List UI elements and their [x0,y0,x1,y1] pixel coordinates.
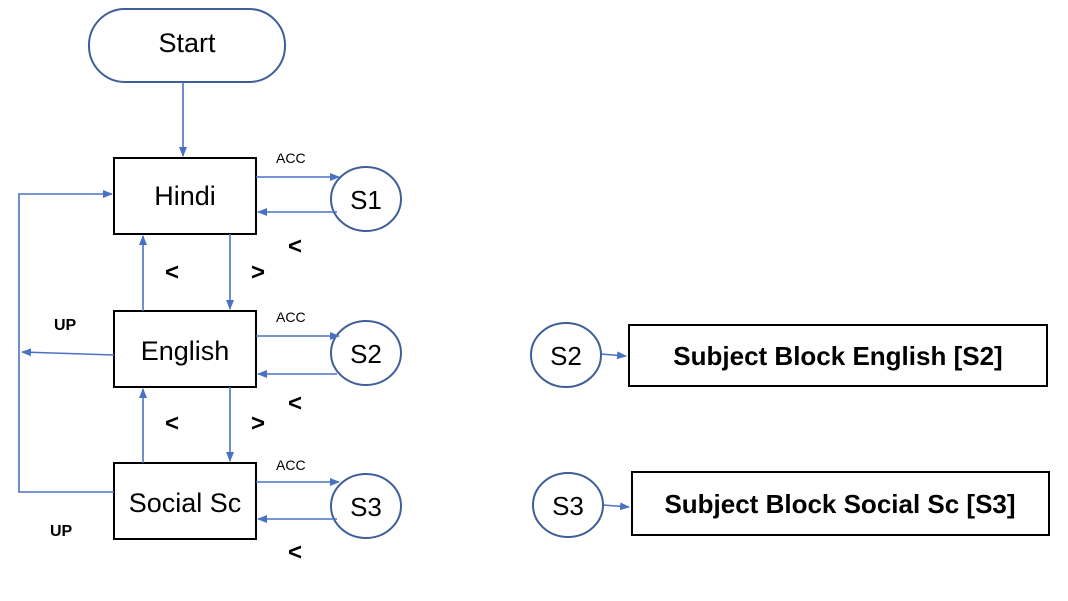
start-label: Start [158,28,216,58]
acc-label-3: ACC [276,457,306,473]
greater-label-hindi-english: > [251,259,265,286]
legend-s2-block-label: Subject Block English [S2] [673,341,1002,371]
state-s3-circle [330,473,402,539]
state-s2-label: S2 [350,339,382,369]
greater-label-english-social: > [251,410,265,437]
social-label: Social Sc [129,488,242,518]
state-s3-label: S3 [350,492,382,522]
less-label-s2: < [288,390,302,417]
legend-s3-state-label: S3 [552,491,584,521]
up-label-2: UP [50,523,73,540]
arrow-legend-s2 [600,351,627,360]
arrow-up-loop-social-to-hindi [18,190,114,493]
arrow-legend-s3 [602,502,630,511]
legend-s2-circle [530,322,602,388]
state-s2-circle [330,320,402,386]
hindi-box [113,157,257,235]
less-label-s3: < [288,539,302,566]
english-label: English [141,336,230,366]
start-terminator [88,8,286,83]
legend-s3-block [631,471,1050,536]
legend-s2-state-label: S2 [550,341,582,371]
state-s1-circle [330,166,402,232]
acc-label-2: ACC [276,309,306,325]
up-label-1: UP [54,317,77,334]
less-label-hindi-english: < [165,259,179,286]
legend-s2-block [628,324,1048,387]
legend-s3-circle [532,472,604,538]
state-s1-label: S1 [350,185,382,215]
less-label-english-social: < [165,410,179,437]
social-box [113,462,257,540]
hindi-label: Hindi [154,181,216,211]
acc-label-1: ACC [276,150,306,166]
arrow-up-english-left [21,348,115,357]
english-box [113,310,257,388]
less-label-s1: < [288,233,302,260]
legend-s3-block-label: Subject Block Social Sc [S3] [664,489,1015,519]
